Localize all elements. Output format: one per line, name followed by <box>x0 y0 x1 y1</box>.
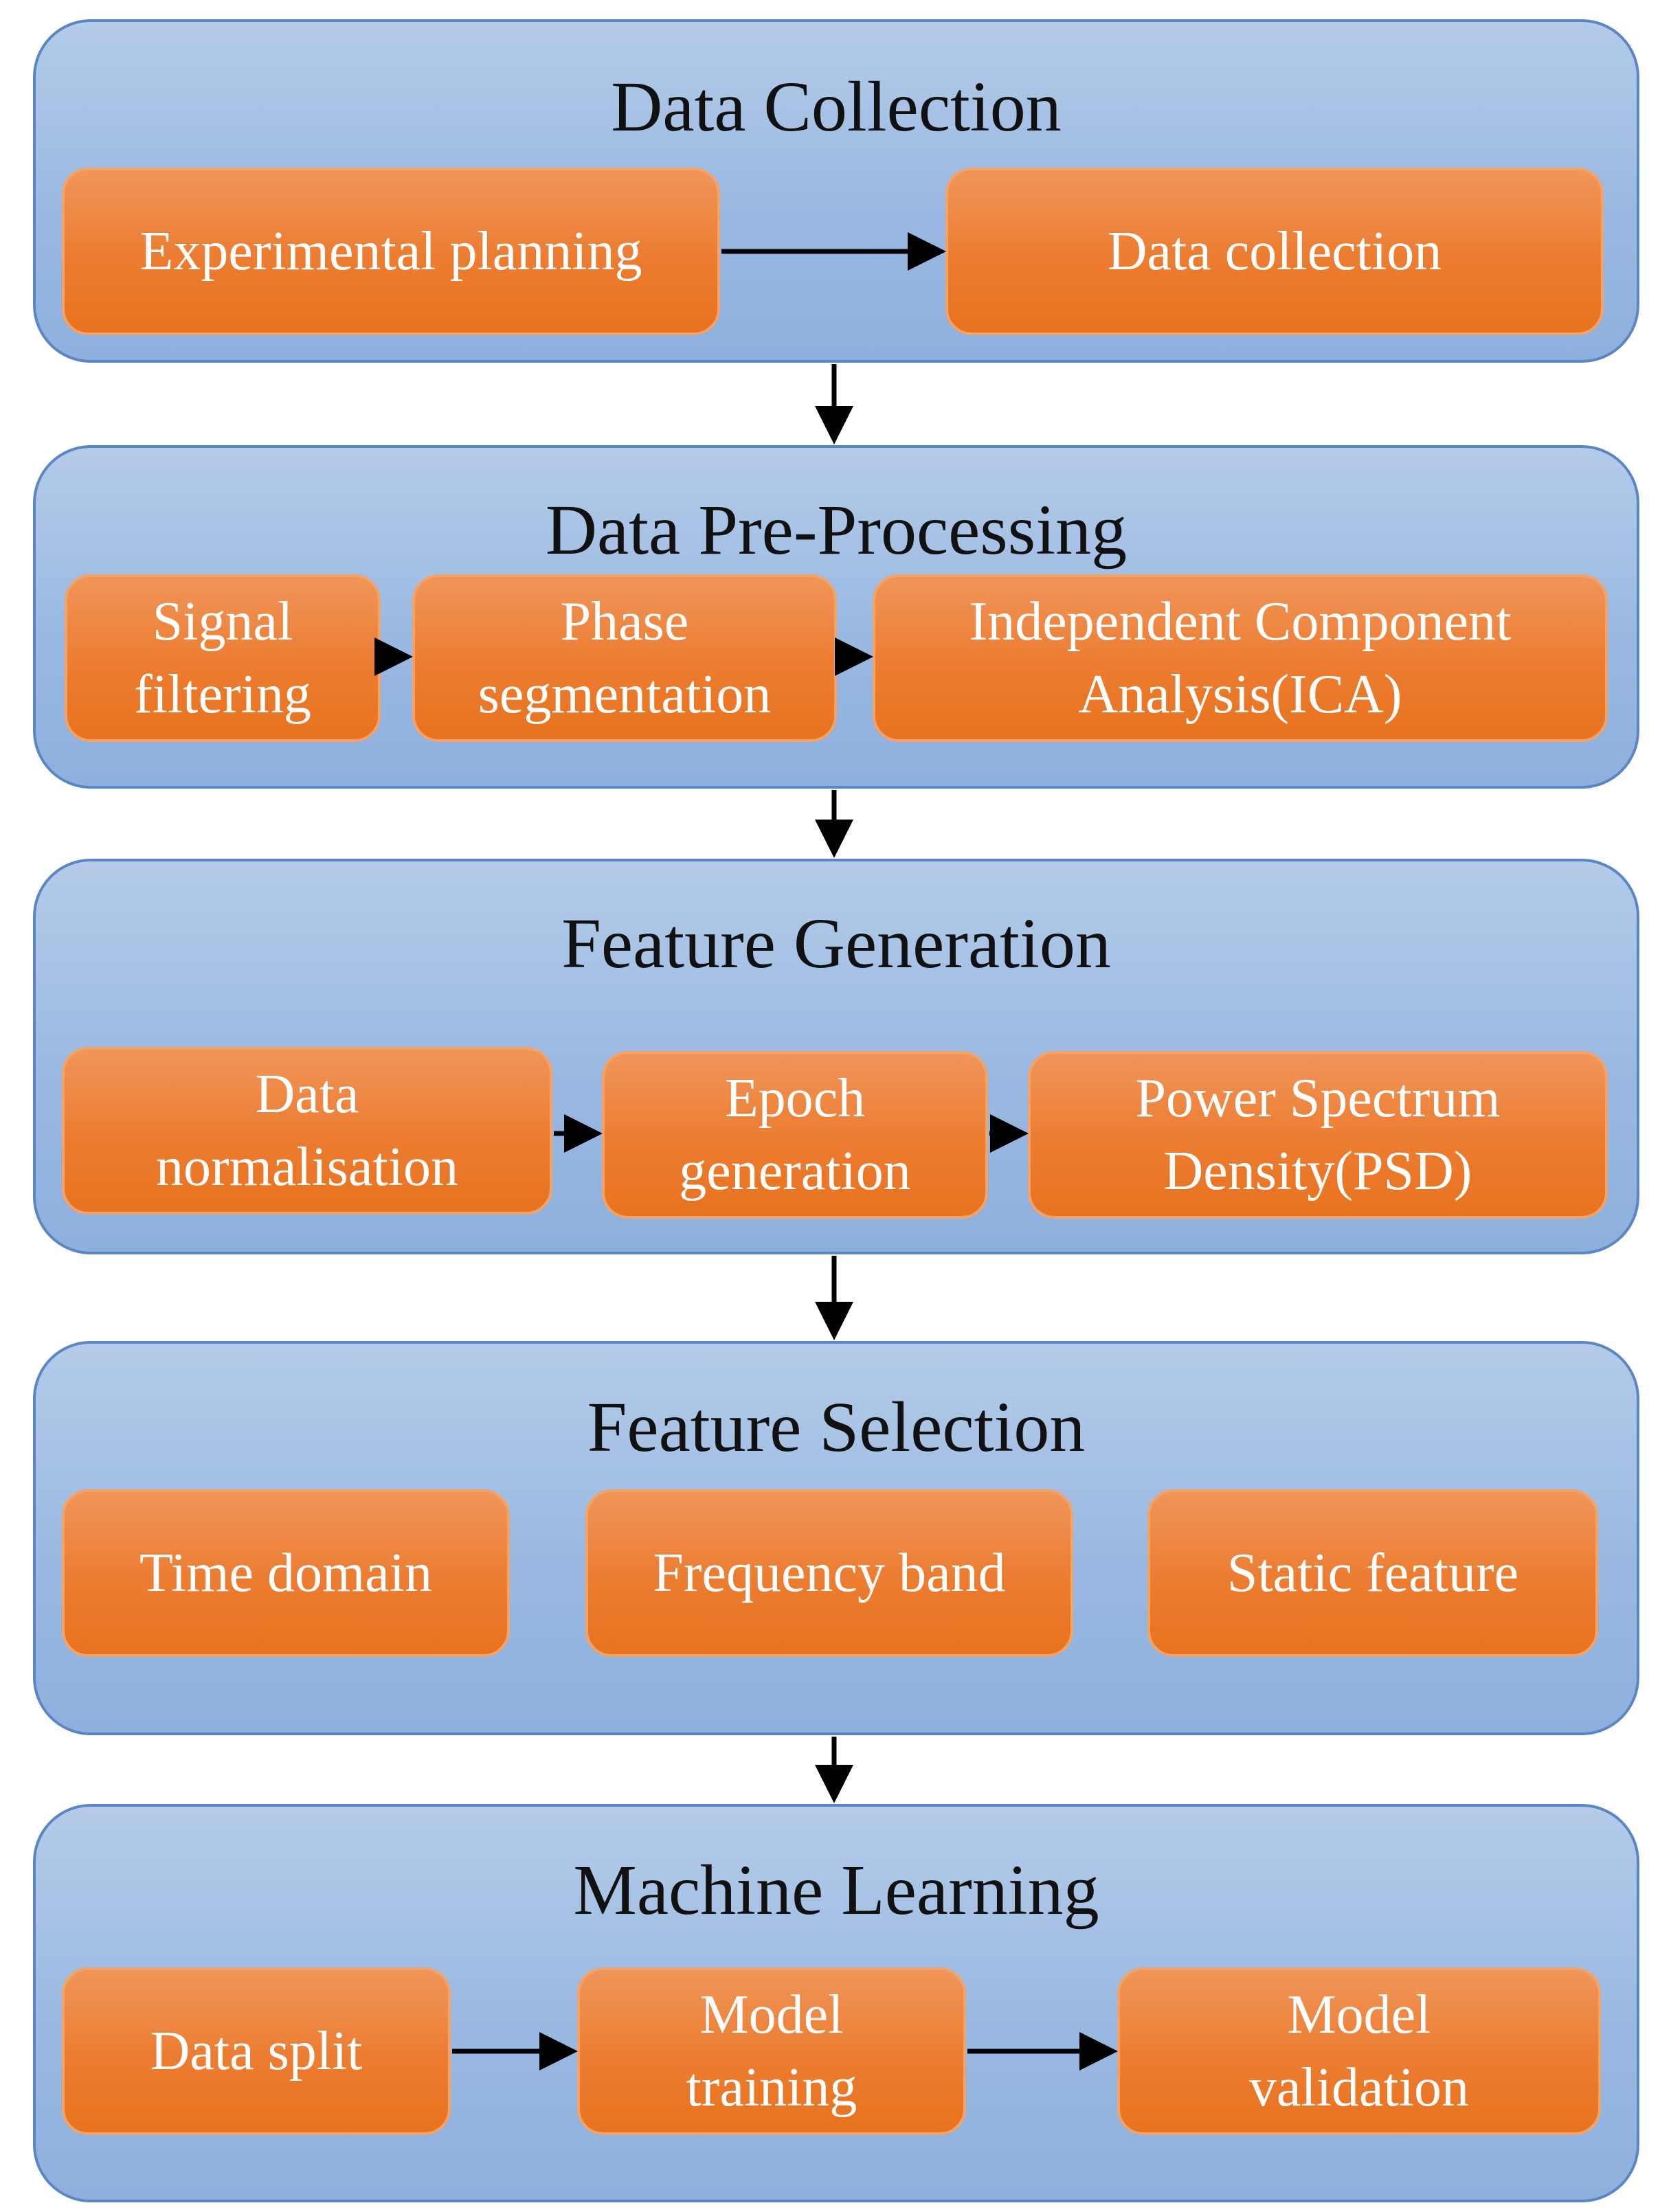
step-time-domain: Time domain <box>62 1489 510 1657</box>
stage-title: Feature Generation <box>561 904 1111 983</box>
step-signal-filtering: Signal filtering <box>65 574 381 742</box>
stage-title: Data Pre-Processing <box>545 490 1128 569</box>
step-phase-segmentation: Phase segmentation <box>412 574 837 742</box>
step-data-collection: Data collection <box>945 168 1604 335</box>
step-power-spectrum-density: Power Spectrum Density(PSD) <box>1028 1051 1608 1219</box>
step-model-validation: Model validation <box>1117 1967 1601 2135</box>
step-model-training: Model training <box>577 1967 966 2135</box>
step-epoch-generation: Epoch generation <box>602 1051 988 1219</box>
stage-title: Data Collection <box>611 67 1062 146</box>
step-experimental-planning: Experimental planning <box>62 168 720 335</box>
step-static-feature: Static feature <box>1147 1489 1598 1657</box>
step-data-normalisation: Data normalisation <box>62 1047 552 1215</box>
stage-title: Machine Learning <box>573 1851 1099 1930</box>
stage-title: Feature Selection <box>587 1388 1086 1467</box>
step-frequency-band: Frequency band <box>585 1489 1073 1657</box>
step-data-split: Data split <box>62 1967 451 2135</box>
step-independent-component-analysis: Independent Component Analysis(ICA) <box>873 574 1608 742</box>
